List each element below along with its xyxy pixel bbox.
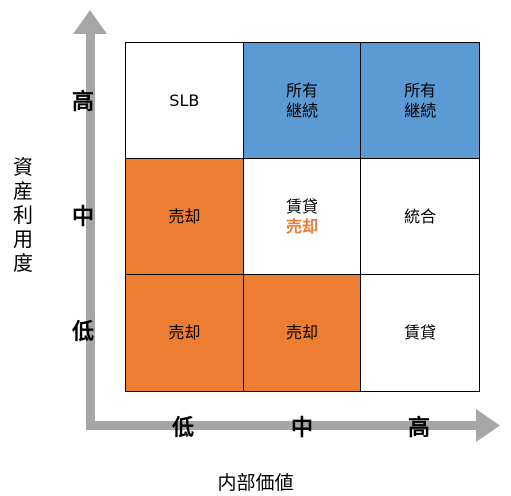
cell-r1-c1: SLB xyxy=(126,43,244,159)
cell-r1-c3-line-1: 所有 xyxy=(404,80,437,100)
y-axis-title: 資 産 利 用 度 xyxy=(10,155,36,275)
cell-r2-c1: 売却 xyxy=(126,159,244,275)
y-axis-title-char: 利 xyxy=(13,203,33,227)
cell-r2-c2-line-1: 賃貸 xyxy=(285,196,318,216)
cell-r2-c1-line-1: 売却 xyxy=(168,206,201,226)
cell-r3-c2-line-1: 売却 xyxy=(285,323,318,342)
cell-r3-c3: 賃貸 xyxy=(361,275,479,391)
cell-r3-c1: 売却 xyxy=(126,275,244,391)
matrix-grid: SLB 所有継続 所有継続 売却 賃貸売却 統合 売却 売却 賃貸 xyxy=(125,42,480,392)
cell-r3-c1-line-1: 売却 xyxy=(168,323,201,342)
cell-r1-c2-line-2: 継続 xyxy=(285,100,318,120)
x-tick-high: 高 xyxy=(408,416,431,441)
x-axis-title: 内部価値 xyxy=(217,472,294,494)
y-axis-title-char: 産 xyxy=(13,179,33,203)
y-axis-title-char: 資 xyxy=(13,155,33,179)
cell-r2-c3-line-1: 統合 xyxy=(404,206,437,226)
x-tick-low: 低 xyxy=(172,416,195,441)
x-axis-arrowhead xyxy=(476,409,500,442)
cell-r2-c2-line-2: 売却 xyxy=(285,216,318,236)
y-tick-mid: 中 xyxy=(72,205,95,230)
cell-r3-c2: 売却 xyxy=(243,275,362,391)
y-axis-arrowhead xyxy=(73,10,107,34)
y-tick-low: 低 xyxy=(72,320,95,345)
y-axis-shaft xyxy=(86,32,95,428)
cell-r2-c3: 統合 xyxy=(361,159,479,275)
cell-r1-c3: 所有継続 xyxy=(361,43,479,159)
cell-r1-c2: 所有継続 xyxy=(243,43,362,159)
y-tick-high: 高 xyxy=(72,90,95,115)
cell-r1-c3-line-2: 継続 xyxy=(404,100,437,120)
cell-r2-c2: 賃貸売却 xyxy=(243,159,362,275)
cell-r1-c1-line-1: SLB xyxy=(169,90,200,110)
x-tick-mid: 中 xyxy=(291,416,314,441)
x-axis-shaft xyxy=(86,421,480,430)
cell-r3-c3-line-1: 賃貸 xyxy=(404,323,437,342)
y-axis-title-char: 用 xyxy=(13,227,33,251)
cell-r1-c2-line-1: 所有 xyxy=(285,80,318,100)
y-axis-title-char: 度 xyxy=(13,251,33,275)
